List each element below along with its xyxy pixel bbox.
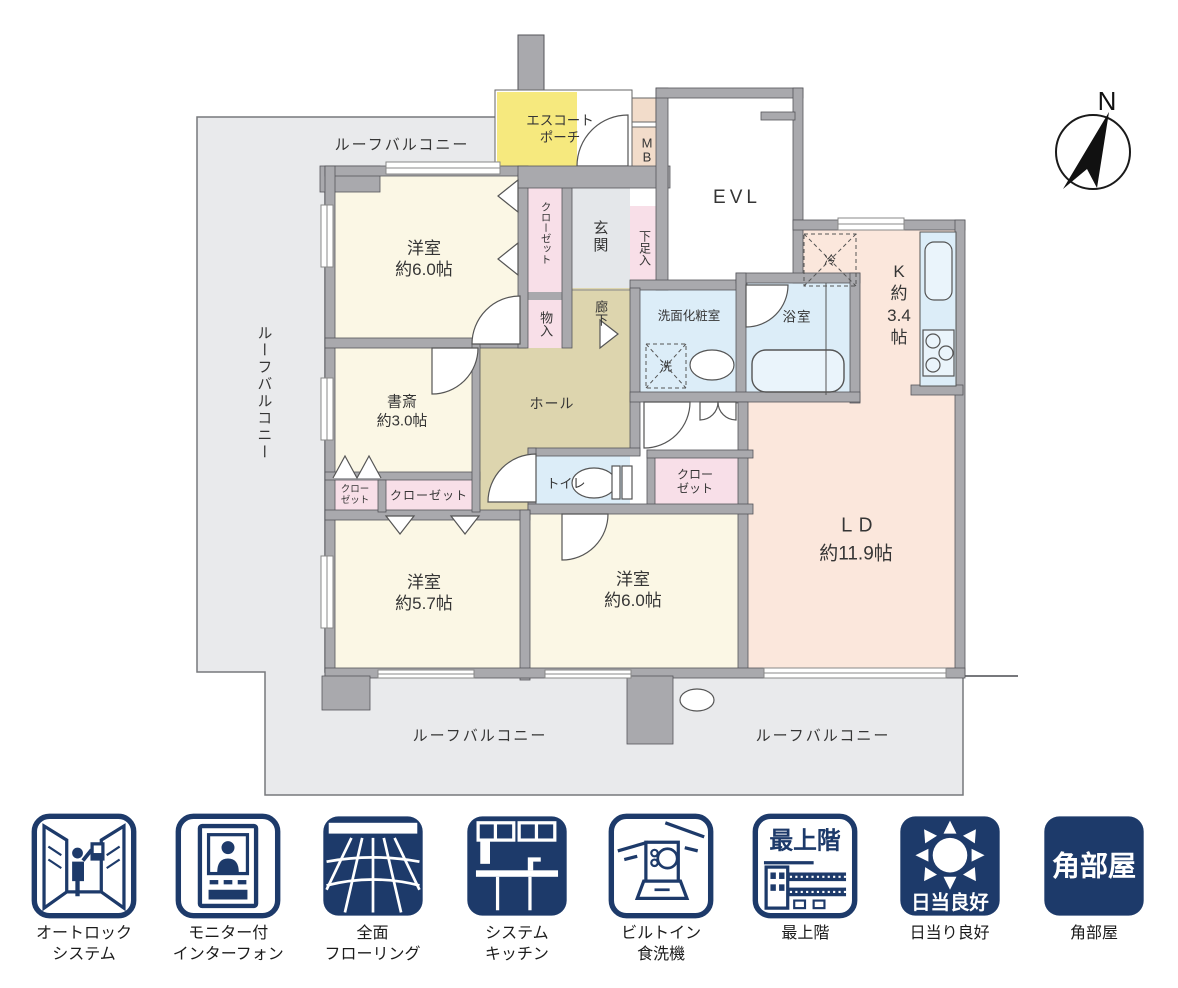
corner-room-badge-text: 角部屋: [1052, 850, 1136, 882]
dishwasher-icon: [608, 813, 714, 919]
kitchen-icon: [467, 816, 567, 916]
feature-label: オートロック システム: [35, 925, 132, 963]
flooring-icon: [322, 816, 423, 916]
intercom-icon: [175, 813, 281, 919]
feature-label: 全面 フローリング: [324, 925, 421, 963]
sunny-badge-text: 日当良好: [911, 891, 989, 914]
feature-corner-room: 角部屋 角部屋: [1022, 812, 1166, 988]
bathtub: [751, 283, 845, 395]
escort-porch: [494, 34, 633, 171]
washbasin: [689, 349, 735, 381]
compass: N: [1055, 86, 1131, 190]
stove: [922, 329, 955, 377]
feature-flooring: 全面 フローリング: [301, 812, 445, 988]
feature-intercom: モニター付 インターフォン: [156, 812, 300, 988]
feature-label: 最上階: [781, 925, 830, 942]
doors: [332, 178, 789, 561]
feature-label: 日当り良好: [909, 925, 990, 942]
floor-plan-drawing: N: [196, 34, 1131, 796]
top-floor-icon: 最上階: [753, 813, 858, 919]
feature-system-kitchen: システム キッチン: [445, 812, 589, 988]
compass-north-label: N: [1098, 86, 1117, 116]
corner-room-icon: 角部屋: [1044, 816, 1144, 916]
balcony-faucet: [679, 688, 715, 712]
feature-top-floor: 最上階 最上階: [733, 812, 877, 988]
windows: [320, 161, 947, 679]
feature-sunny: 日当良好 日当り良好: [878, 812, 1022, 988]
toilet-fixture: [571, 465, 633, 500]
sunny-icon: 日当良好: [900, 816, 1000, 916]
feature-label: モニター付 インターフォン: [172, 925, 284, 963]
refrigerator-box: [803, 233, 857, 287]
floor-plan: N ルーフバルコニー ルーフバルコニー ルーフバルコニー ルーフバルコニー エス…: [196, 34, 1131, 796]
feature-label: システム キッチン: [484, 925, 549, 963]
feature-dishwasher: ビルトイン 食洗機: [589, 812, 733, 988]
feature-label: ビルトイン 食洗機: [621, 925, 702, 963]
feature-icon-row: オートロック システム モニター付 インターフォン: [0, 812, 1178, 988]
washer-box: [645, 343, 687, 389]
top-floor-badge-text: 最上階: [770, 828, 842, 855]
feature-label: 角部屋: [1069, 925, 1118, 942]
feature-autolock: オートロック システム: [12, 812, 156, 988]
autolock-icon: [31, 813, 137, 919]
kitchen-counter: [919, 231, 957, 387]
